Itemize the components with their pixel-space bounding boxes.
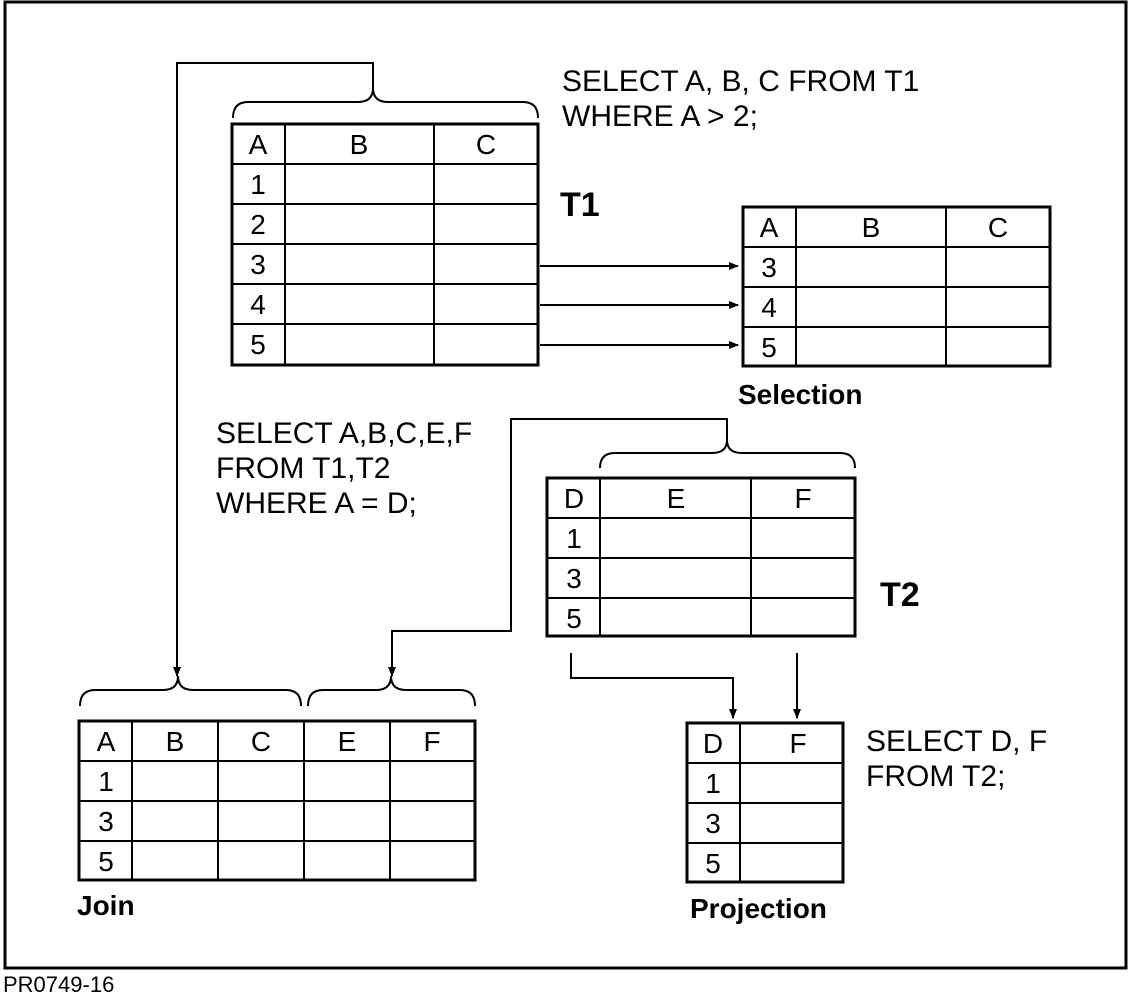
join-row-3: 3 [98,806,114,837]
t1-to-join-connector [173,62,374,677]
t2-header-f: F [794,483,811,514]
table-projection: D F 1 3 5 [685,721,845,884]
join-table-name: Join [77,890,135,921]
join-sql-line-1: SELECT A,B,C,E,F [216,417,472,450]
figure-border [3,0,1128,970]
t2-row-1: 1 [566,523,582,554]
table-t2: D E F 1 3 5 [545,476,857,638]
t1-row-2: 2 [250,209,266,240]
join-header-f: F [423,726,440,757]
t1-header-c: C [476,129,496,160]
projection-row-5: 5 [705,848,721,879]
table-t1: A B C 1 2 3 4 5 [230,122,540,367]
join-sql-line-2: FROM T1,T2 [216,452,390,485]
t2-columns-brace [599,439,856,469]
t1-table-name: T1 [560,186,600,224]
selection-header-b: B [862,212,881,243]
t1-row-4: 4 [250,289,266,320]
t2-table-name: T2 [880,576,920,614]
figure-code: PR0749-16 [3,972,114,995]
t1-header-b: B [350,129,369,160]
projection-d-arrow [570,653,737,719]
selection-row-4: 4 [761,292,777,323]
selection-sql-line-1: SELECT A, B, C FROM T1 [562,65,919,98]
t1-row-3: 3 [250,249,266,280]
projection-sql-line-1: SELECT D, F [866,725,1047,758]
t2-row-3: 3 [566,563,582,594]
join-t1-columns-brace [79,675,302,707]
projection-sql-line-2: FROM T2; [866,760,1005,793]
join-header-a: A [97,726,116,757]
t2-to-join-connector [388,418,728,677]
t1-row-5: 5 [250,329,266,360]
t1-header-a: A [249,129,268,160]
t1-columns-brace [232,87,539,119]
selection-row-5: 5 [761,332,777,363]
table-selection: A B C 3 4 5 [741,205,1052,368]
selection-header-a: A [760,212,779,243]
projection-row-1: 1 [705,768,721,799]
t2-header-e: E [667,483,686,514]
projection-header-f: F [789,728,806,759]
join-header-b: B [166,726,185,757]
join-row-1: 1 [98,766,114,797]
projection-header-d: D [703,728,723,759]
selection-row-3: 3 [761,252,777,283]
join-t2-columns-brace [307,675,476,707]
projection-row-3: 3 [705,808,721,839]
join-sql-line-3: WHERE A = D; [216,487,417,520]
join-row-5: 5 [98,846,114,877]
join-header-c: C [251,726,271,757]
join-header-e: E [338,726,357,757]
t2-header-d: D [564,483,584,514]
table-join: A B C E F 1 3 5 [77,719,477,882]
projection-table-name: Projection [690,893,827,924]
selection-table-name: Selection [738,379,862,410]
t1-row-1: 1 [250,169,266,200]
selection-sql-line-2: WHERE A > 2; [562,100,758,133]
selection-header-c: C [988,212,1008,243]
t2-row-5: 5 [566,603,582,634]
